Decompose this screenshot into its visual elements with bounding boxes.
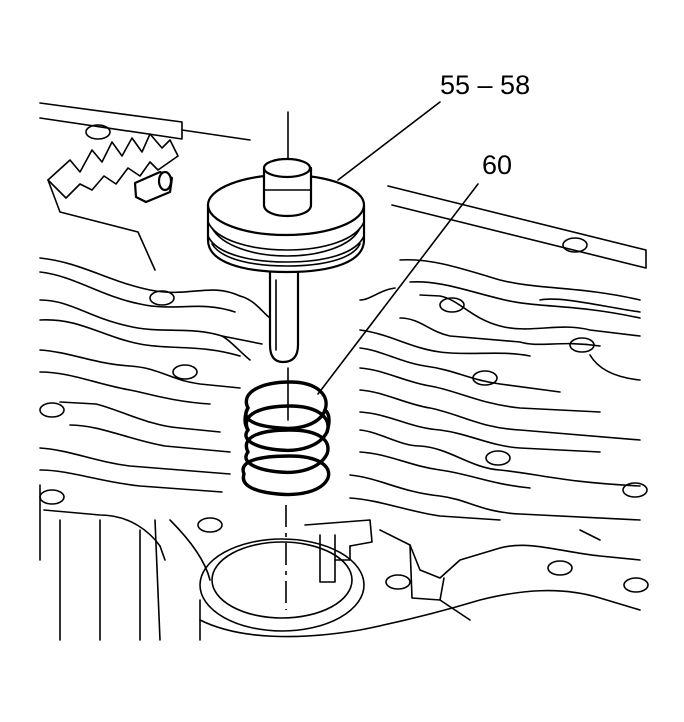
- callout-spring: 60: [482, 150, 513, 180]
- spring: [241, 380, 331, 497]
- valve-assembly: [206, 157, 366, 364]
- valve-body-casting: [39, 102, 649, 641]
- leader-lines: [317, 101, 479, 395]
- callout-valve-assembly: 55 – 58: [440, 70, 531, 100]
- assembly-axis: [285, 111, 289, 610]
